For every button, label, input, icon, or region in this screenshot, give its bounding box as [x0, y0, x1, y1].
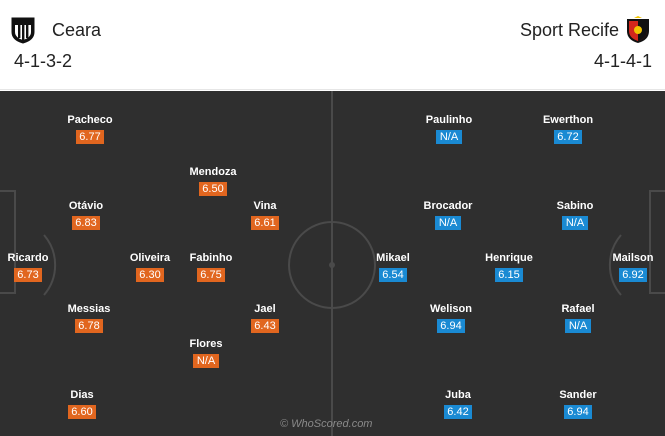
player-name: Brocador — [423, 200, 473, 212]
player-name: Mailson — [612, 252, 654, 264]
player-name: Mendoza — [189, 166, 237, 178]
player-rating: N/A — [562, 216, 588, 230]
player-rating: 6.54 — [379, 268, 407, 282]
player-dias[interactable]: Dias 6.60 — [37, 388, 127, 420]
player-rating: 6.43 — [251, 319, 279, 333]
player-rating: N/A — [436, 130, 462, 144]
player-rating: N/A — [435, 216, 461, 230]
player-rating: 6.94 — [564, 405, 592, 419]
player-name: Dias — [70, 389, 94, 401]
player-rating: 6.42 — [444, 405, 472, 419]
player-rating: 6.94 — [437, 319, 465, 333]
home-team-name[interactable]: Ceara — [52, 20, 102, 40]
player-rating: 6.72 — [554, 130, 582, 144]
player-name: Oliveira — [129, 252, 171, 264]
player-rating: 6.30 — [136, 268, 164, 282]
player-ricardo[interactable]: Ricardo 6.73 — [0, 251, 73, 283]
player-rafael[interactable]: Rafael N/A — [533, 302, 623, 334]
player-sander[interactable]: Sander 6.94 — [533, 388, 623, 420]
player-name: Welison — [430, 303, 472, 315]
player-name: Rafael — [561, 303, 595, 315]
player-name: Pacheco — [67, 114, 113, 126]
player-name: Vina — [253, 200, 277, 212]
away-team-name[interactable]: Sport Recife — [519, 20, 619, 40]
match-header: Ceara 4-1-3-2 Sport Recife 4-1-4-1 — [0, 0, 665, 90]
player-ewerthon[interactable]: Ewerthon 6.72 — [523, 113, 613, 145]
player-rating: 6.73 — [14, 268, 42, 282]
player-jael[interactable]: Jael 6.43 — [220, 302, 310, 334]
player-otavio[interactable]: Otávio 6.83 — [41, 199, 131, 231]
player-rating: N/A — [193, 354, 219, 368]
player-name: Sander — [559, 389, 597, 401]
player-name: Fabinho — [189, 252, 233, 264]
player-mikael[interactable]: Mikael 6.54 — [348, 251, 438, 283]
sport-recife-crest-icon — [627, 16, 649, 43]
player-fabinho[interactable]: Fabinho 6.75 — [166, 251, 256, 283]
player-rating: 6.75 — [197, 268, 225, 282]
player-name: Henrique — [485, 252, 533, 264]
player-rating: N/A — [565, 319, 591, 333]
player-vina[interactable]: Vina 6.61 — [220, 199, 310, 231]
player-mendoza[interactable]: Mendoza 6.50 — [168, 165, 258, 197]
player-name: Messias — [67, 303, 111, 315]
player-rating: 6.60 — [68, 405, 96, 419]
player-name: Mikael — [376, 252, 410, 264]
whoscored-watermark: © WhoScored.com — [280, 418, 373, 430]
player-welison[interactable]: Welison 6.94 — [406, 302, 496, 334]
away-formation: 4-1-4-1 — [593, 51, 652, 71]
player-paulinho[interactable]: Paulinho N/A — [404, 113, 494, 145]
player-henrique[interactable]: Henrique 6.15 — [464, 251, 554, 283]
player-messias[interactable]: Messias 6.78 — [44, 302, 134, 334]
player-name: Flores — [189, 338, 223, 350]
player-name: Paulinho — [425, 114, 473, 126]
player-name: Ewerthon — [542, 114, 594, 126]
player-rating: 6.77 — [76, 130, 104, 144]
player-name: Otávio — [68, 200, 104, 212]
home-formation: 4-1-3-2 — [14, 51, 73, 71]
ceara-crest-icon — [11, 17, 35, 44]
player-rating: 6.83 — [72, 216, 100, 230]
player-rating: 6.61 — [251, 216, 279, 230]
player-mailson[interactable]: Mailson 6.92 — [588, 251, 665, 283]
player-brocador[interactable]: Brocador N/A — [403, 199, 493, 231]
player-name: Jael — [254, 303, 276, 315]
player-name: Ricardo — [7, 252, 49, 264]
player-rating: 6.15 — [495, 268, 523, 282]
player-pacheco[interactable]: Pacheco 6.77 — [45, 113, 135, 145]
pitch: Pacheco 6.77 Mendoza 6.50 Otávio 6.83 Vi… — [0, 91, 665, 436]
player-name: Sabino — [556, 200, 594, 212]
player-oliveira[interactable]: Oliveira 6.30 — [105, 251, 195, 283]
player-rating: 6.50 — [199, 182, 227, 196]
pitch-markings — [0, 91, 665, 436]
player-juba[interactable]: Juba 6.42 — [413, 388, 503, 420]
player-name: Juba — [445, 389, 471, 401]
player-rating: 6.92 — [619, 268, 647, 282]
player-flores[interactable]: Flores N/A — [161, 337, 251, 369]
player-sabino[interactable]: Sabino N/A — [530, 199, 620, 231]
player-rating: 6.78 — [75, 319, 103, 333]
